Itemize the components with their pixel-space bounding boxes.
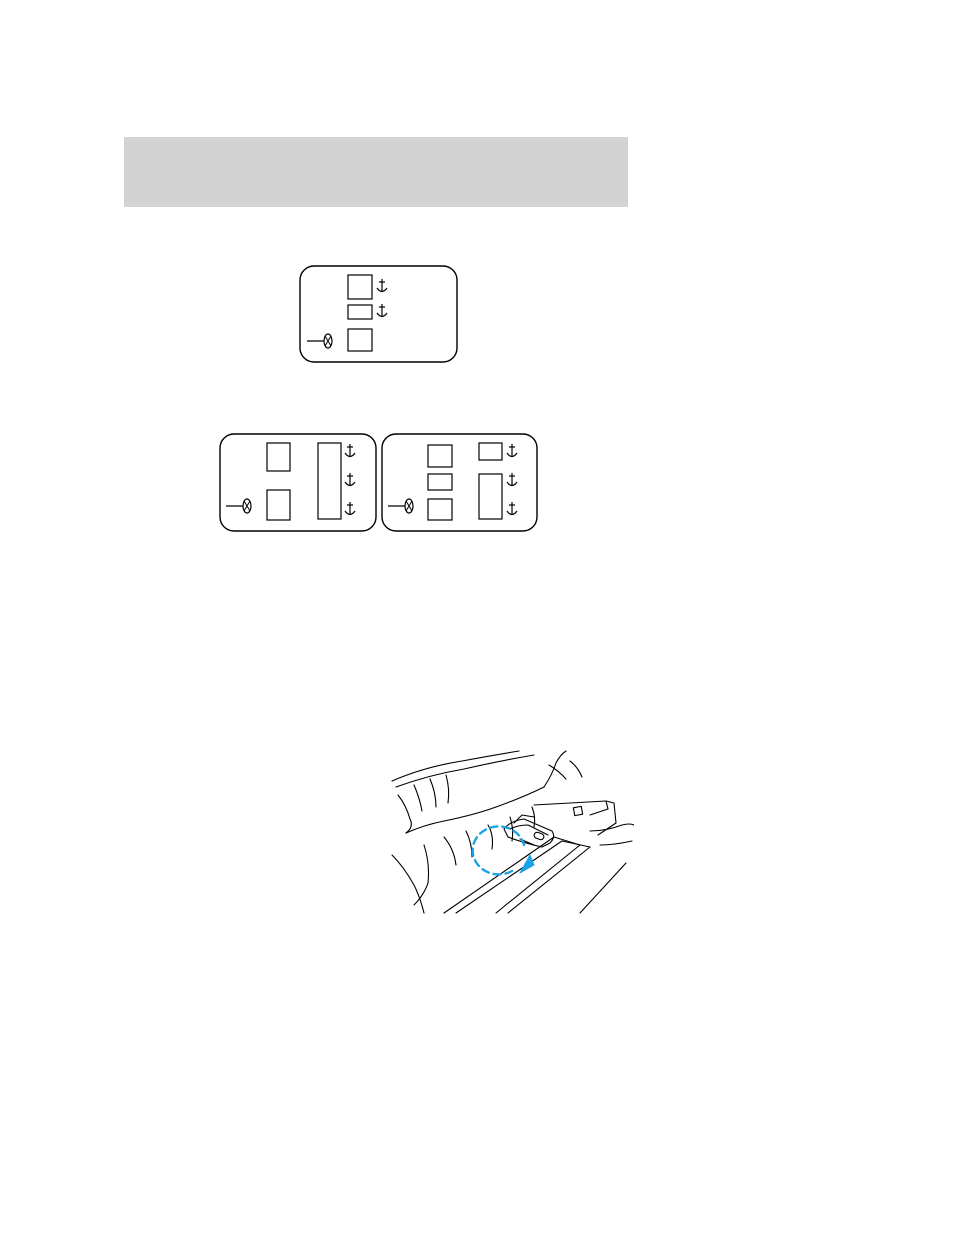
seat-block: [479, 443, 502, 460]
seat-block: [428, 445, 452, 467]
seat-cushion: [392, 751, 582, 913]
seat-block: [428, 474, 452, 490]
seat-block: [348, 305, 372, 319]
lamp-icon: [388, 499, 413, 513]
anchor-icon: [507, 502, 517, 515]
anchor-icon: [345, 444, 355, 457]
anchor-icon: [345, 502, 355, 515]
anchor-icon: [345, 473, 355, 486]
seat-storage-row-diagram: [299, 265, 459, 365]
seat-block: [318, 443, 341, 519]
lamp-icon: [307, 334, 332, 348]
anchor-icon: [377, 279, 387, 292]
seat-latch-release-illustration: [384, 745, 634, 920]
seat-block: [428, 499, 452, 520]
seat-block: [267, 490, 290, 520]
seat-storage-split-right-diagram: [381, 433, 541, 533]
seat-block: [267, 443, 290, 471]
section-header-bar: [124, 137, 628, 207]
anchor-icon: [377, 304, 387, 317]
seat-block: [479, 474, 502, 519]
seat-block: [348, 275, 372, 299]
seat-storage-split-left-diagram: [219, 433, 379, 533]
rotate-arrow-icon: [473, 826, 534, 874]
anchor-icon: [507, 473, 517, 486]
seat-block: [348, 329, 372, 351]
anchor-icon: [507, 444, 517, 457]
lamp-icon: [226, 499, 251, 513]
